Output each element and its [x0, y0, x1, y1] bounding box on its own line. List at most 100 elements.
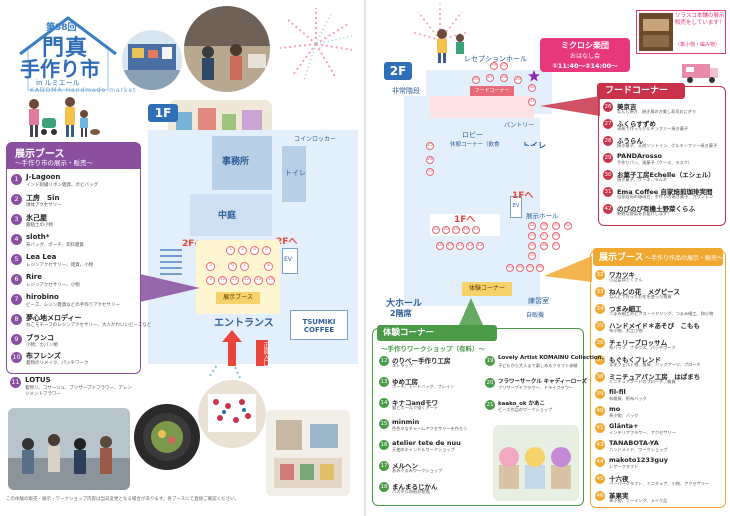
booth-32[interactable]: 32 [528, 222, 536, 230]
booth-38[interactable]: 38 [540, 242, 548, 250]
booth-4[interactable]: 4 [262, 246, 271, 255]
item-name: つまみ細工 [609, 305, 642, 313]
booth-16[interactable]: 16 [436, 242, 444, 250]
item-number: 37 [595, 355, 605, 365]
booth-10[interactable]: 10 [218, 276, 227, 285]
pantry-label: パントリー [504, 122, 535, 129]
stage-star-icon [528, 70, 540, 82]
sorasuko-text: ソラスコ本舗の展示販売をしています！ [675, 13, 725, 26]
item-desc: ビーズ作品のワークショップ [498, 407, 553, 412]
booth-2[interactable]: 2 [238, 246, 247, 255]
item-number: 9 [11, 334, 22, 345]
booth-13[interactable]: 13 [254, 276, 263, 285]
item-number: 45 [595, 474, 605, 484]
item-name: minmin [392, 418, 420, 426]
booth-20[interactable]: 20 [442, 226, 450, 234]
booth-1[interactable]: 1 [226, 246, 235, 255]
item-name: 氷己屋 [26, 214, 47, 222]
item-number: 19 [485, 356, 495, 366]
booth-14[interactable]: 14 [456, 242, 464, 250]
booth-33[interactable]: 33 [528, 232, 536, 240]
item-name: J-Lagoon [26, 173, 61, 181]
booth-28[interactable]: 28 [500, 74, 508, 82]
booth-25[interactable]: 25 [500, 62, 508, 70]
booth-17[interactable]: 17 [472, 226, 480, 234]
item-number: 8 [11, 314, 22, 325]
item-number: 18 [379, 482, 389, 492]
booth-40[interactable]: 40 [552, 232, 560, 240]
rest-corner-label: 休憩コーナー（飲食可） [450, 142, 511, 148]
booth-7[interactable]: 7 [240, 262, 249, 271]
booth-8[interactable]: 8 [264, 262, 273, 271]
booth-19[interactable]: 19 [452, 226, 460, 234]
booth-12[interactable]: 12 [242, 276, 251, 285]
booth-24[interactable]: 24 [490, 62, 498, 70]
item-name: Lovely Artist KOMAINU Collection. [498, 355, 604, 361]
item-number: 10 [11, 352, 22, 363]
booth-23[interactable]: 23 [426, 168, 434, 176]
item-number: 32 [595, 270, 605, 280]
item-name: フラワーサークル キャディーローズ [498, 379, 587, 385]
food-pointer-icon [540, 96, 600, 116]
item-number: 5 [11, 254, 22, 265]
booth-14[interactable]: 14 [266, 276, 275, 285]
booth-35[interactable]: 35 [528, 252, 536, 260]
booth-13[interactable]: 13 [466, 242, 474, 250]
booth-39[interactable]: 39 [552, 222, 560, 230]
courtyard-room [190, 194, 272, 236]
entrance-label: エントランス [214, 318, 274, 329]
booth-24[interactable]: 24 [426, 156, 434, 164]
item-number: 28 [603, 136, 613, 146]
booth-26[interactable]: 26 [472, 76, 480, 84]
booth-46[interactable]: 46 [536, 264, 544, 272]
item-desc: つまみ細工のピアス・イヤリング、つまみ細工、和小物 [609, 311, 714, 316]
item-number: 29 [603, 153, 613, 163]
booth-29[interactable]: 29 [514, 76, 522, 84]
booth-36[interactable]: 36 [540, 222, 548, 230]
item-number: 31 [603, 187, 613, 197]
cafe-box [290, 310, 348, 340]
item-name: のりべー手作り工房 [392, 357, 451, 365]
booth-12[interactable]: 12 [476, 242, 484, 250]
item-desc: ビーズ、レジン雑貨などの手作りアクセサリー [26, 303, 121, 308]
corridor-2f [404, 96, 430, 306]
exhibit2-pointer-icon [544, 256, 592, 282]
booth-31[interactable]: 31 [528, 98, 536, 106]
courtyard-label: 中庭 [218, 211, 237, 221]
item-number: 40 [595, 406, 605, 416]
booth-43[interactable]: 43 [506, 264, 514, 272]
booth-42[interactable]: 42 [564, 222, 572, 230]
item-name: チェリーブロッサム [609, 339, 668, 347]
booth-18[interactable]: 18 [462, 226, 470, 234]
item-name: ブランコ [26, 334, 54, 342]
booth-30[interactable]: 30 [528, 84, 536, 92]
exhibit-hall-label: 展示ホール [526, 212, 559, 220]
item-number: 2 [11, 194, 22, 205]
item-name: 工房 Sin [26, 194, 60, 202]
booth-45[interactable]: 45 [526, 264, 534, 272]
lobby-label: ロビー [462, 131, 483, 139]
item-desc: 布バッグ、ポーチ、衣料雑貨 [26, 243, 84, 248]
booth-6[interactable]: 6 [228, 262, 237, 271]
booth-27[interactable]: 27 [486, 74, 494, 82]
booth-41[interactable]: 41 [552, 242, 560, 250]
booth-25[interactable]: 25 [426, 142, 434, 150]
booth-9[interactable]: 9 [206, 276, 215, 285]
booth-15[interactable]: 15 [446, 242, 454, 250]
booth-44[interactable]: 44 [516, 264, 524, 272]
item-number: 41 [595, 423, 605, 433]
booth-34[interactable]: 34 [528, 242, 536, 250]
booth-37[interactable]: 37 [540, 232, 548, 240]
booth-5[interactable]: 5 [206, 262, 215, 271]
booth-21[interactable]: 21 [432, 226, 440, 234]
booth-11[interactable]: 11 [230, 276, 239, 285]
food-corner-map-label: フードコーナー [470, 86, 514, 96]
item-desc: レザークラフト [609, 464, 639, 469]
booth-3[interactable]: 3 [250, 246, 259, 255]
item-name: 夢心地メロディー [26, 314, 82, 322]
